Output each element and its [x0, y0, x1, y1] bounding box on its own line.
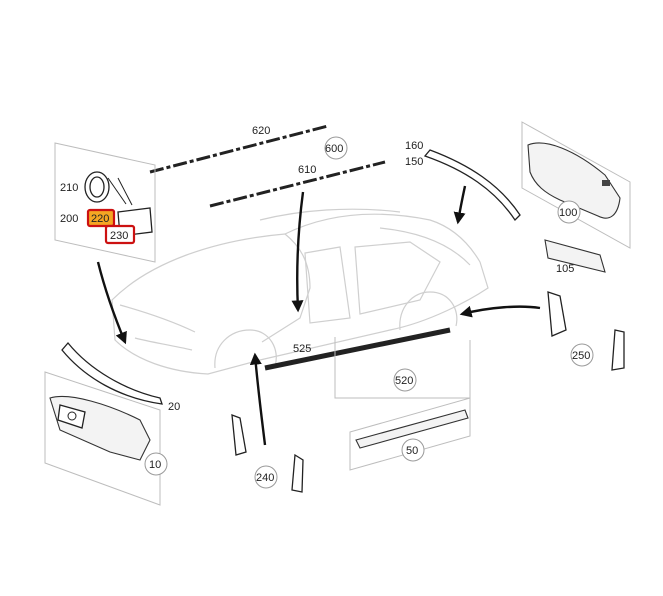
- front-mud-flaps[interactable]: [231, 414, 304, 493]
- callout-230-label: 230: [110, 230, 128, 242]
- callout-105[interactable]: 105: [556, 263, 574, 275]
- callout-200-label: 200: [60, 213, 78, 225]
- sill-cover-panel: [349, 397, 471, 471]
- callout-20[interactable]: 20: [168, 401, 180, 413]
- front-splitter[interactable]: [61, 341, 163, 405]
- arrows: [96, 185, 541, 446]
- callout-105-label: 105: [556, 263, 574, 275]
- callout-50[interactable]: 50: [401, 438, 425, 462]
- emblem-ring[interactable]: [84, 171, 110, 203]
- side-sill-525[interactable]: [264, 327, 451, 371]
- callout-240[interactable]: 240: [254, 465, 278, 489]
- sill-cover[interactable]: [355, 409, 469, 449]
- front-bumper-panel: [44, 371, 161, 506]
- side-stripe-610[interactable]: [209, 160, 386, 208]
- callout-20-label: 20: [168, 401, 180, 413]
- callout-220-label: 220: [91, 213, 109, 225]
- callout-600-label: 600: [325, 143, 343, 155]
- rear-diffuser[interactable]: [544, 239, 606, 273]
- callout-10[interactable]: 10: [144, 452, 168, 476]
- callout-200[interactable]: 200: [60, 213, 78, 225]
- callout-210-label: 210: [60, 182, 78, 194]
- callout-520-label: 520: [395, 375, 413, 387]
- callout-250-label: 250: [572, 350, 590, 362]
- callout-50-label: 50: [406, 445, 418, 457]
- callout-525[interactable]: 525: [293, 343, 311, 355]
- roof-stripe-620[interactable]: [149, 124, 329, 174]
- callout-240-label: 240: [256, 472, 274, 484]
- callout-620[interactable]: 620: [252, 125, 270, 137]
- callout-610-label: 610: [298, 164, 316, 176]
- callout-525-label: 525: [293, 343, 311, 355]
- callout-610[interactable]: 610: [298, 164, 316, 176]
- callout-160[interactable]: 160: [405, 140, 423, 152]
- callout-100[interactable]: 100: [557, 200, 581, 224]
- callout-210[interactable]: 210: [60, 182, 78, 194]
- rear-bumper[interactable]: [527, 142, 621, 219]
- car-body-outline: [111, 208, 489, 375]
- callout-620-label: 620: [252, 125, 270, 137]
- callout-600[interactable]: 600: [324, 136, 348, 160]
- callout-10-label: 10: [149, 459, 161, 471]
- rear-mud-flaps[interactable]: [547, 291, 625, 371]
- front-bumper[interactable]: [49, 395, 151, 461]
- emblem-parts-panel: [54, 142, 156, 263]
- rear-bumper-panel: [521, 121, 631, 273]
- callout-250[interactable]: 250: [570, 343, 594, 367]
- callout-220-highlighted[interactable]: 220: [86, 208, 116, 228]
- callout-150[interactable]: 150: [405, 156, 423, 168]
- callout-230-highlighted[interactable]: 230: [104, 224, 136, 245]
- callout-100-label: 100: [559, 207, 577, 219]
- callout-150-label: 150: [405, 156, 423, 168]
- rear-trim-strip[interactable]: [423, 149, 521, 222]
- callout-520[interactable]: 520: [393, 368, 417, 392]
- callout-160-label: 160: [405, 140, 423, 152]
